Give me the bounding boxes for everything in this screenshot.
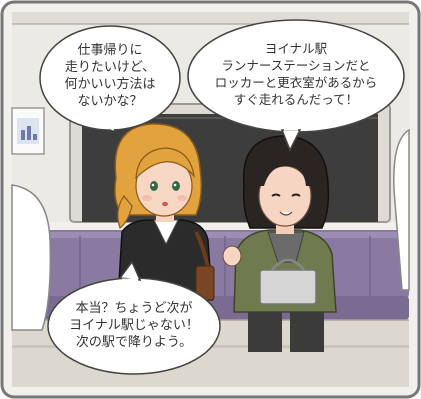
woman-line-4: ないかな？ xyxy=(77,94,143,109)
tote-bag xyxy=(259,269,317,305)
speech-bubble-man xyxy=(187,19,405,152)
man-line-1: ヨイナル駅 xyxy=(264,41,328,56)
man-character xyxy=(222,135,337,352)
luggage-rack xyxy=(12,12,409,24)
woman-line-3: 何かいい方法は xyxy=(64,77,156,92)
woman-line-1: 仕事帰りに xyxy=(77,43,143,58)
woman-speech-text: 仕事帰りに 走りたいけど、 何かいい方法は ないかな？ xyxy=(50,42,170,110)
man-speech-text: ヨイナル駅 ランナーステーションだと ロッカーと更衣室があるから すぐ走れるんだ… xyxy=(196,40,396,108)
speech-bubble-reply xyxy=(47,260,221,375)
reply-line-3: 次の駅で降りよう。 xyxy=(75,335,193,350)
man-line-3: ロッカーと更衣室があるから xyxy=(214,75,378,90)
right-standing-figure xyxy=(393,128,410,291)
woman-line-2: 走りたいけど、 xyxy=(64,60,156,75)
reply-speech-text: 本当？ちょうど次が ヨイナル駅じゃない！ 次の駅で降りよう。 xyxy=(64,300,204,351)
speech-bubble-woman xyxy=(39,25,181,131)
reply-line-2: ヨイナル駅じゃない！ xyxy=(69,318,199,333)
left-standing-figure xyxy=(11,184,52,331)
man-line-4: すぐ走れるんだって！ xyxy=(233,92,359,107)
man-line-2: ランナーステーションだと xyxy=(221,58,371,73)
reply-line-1: 本当？ちょうど次が xyxy=(75,301,193,316)
